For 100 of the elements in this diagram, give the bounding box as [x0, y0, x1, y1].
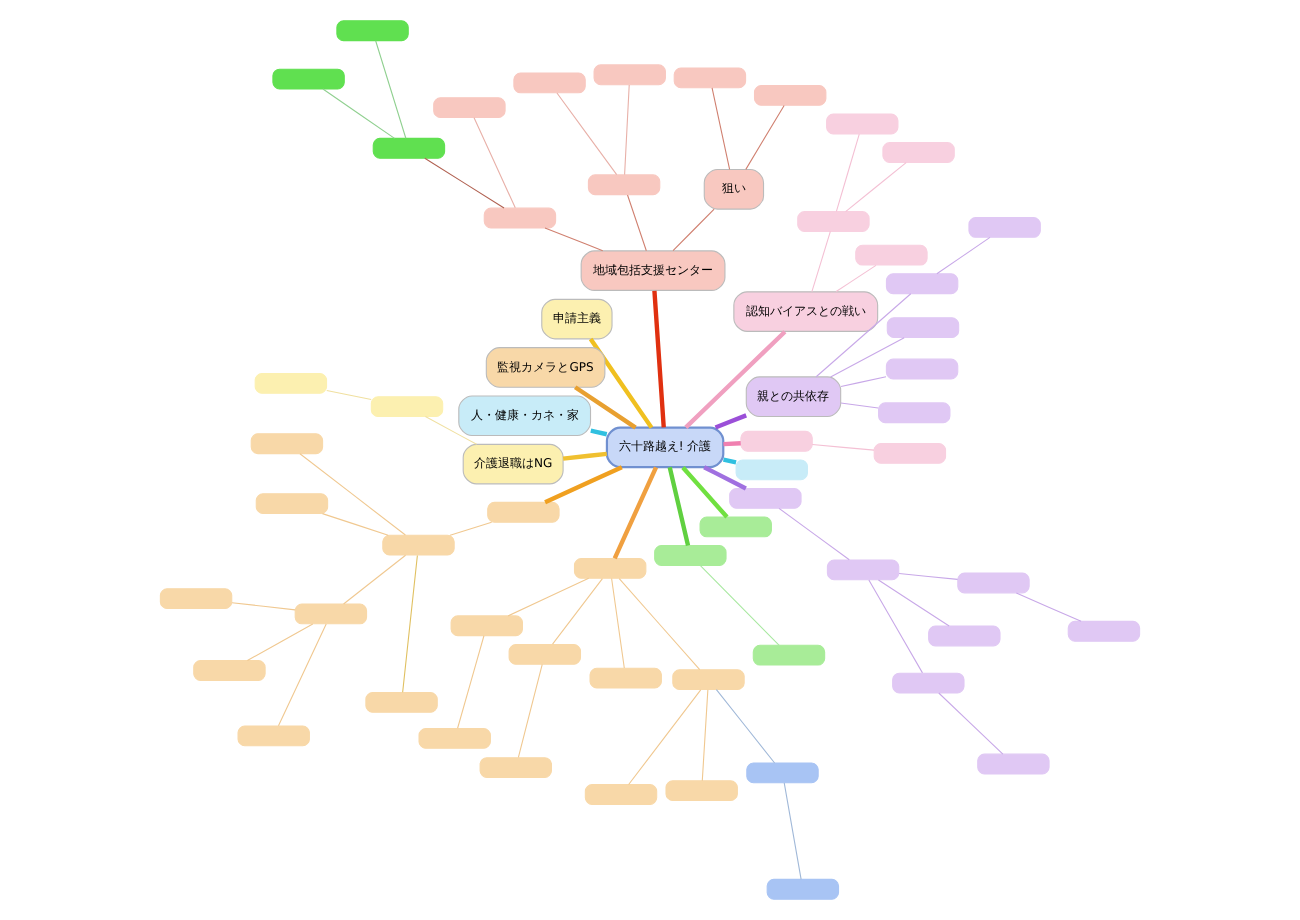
connector	[473, 117, 516, 209]
connector	[343, 554, 407, 605]
connector	[840, 402, 879, 409]
connector	[507, 577, 590, 617]
node-box	[255, 493, 329, 515]
connector	[457, 635, 485, 729]
node-box	[237, 725, 310, 747]
connector	[811, 443, 875, 451]
connector	[375, 40, 407, 139]
node-box	[584, 784, 658, 805]
connector	[556, 92, 618, 176]
node-box	[250, 433, 324, 455]
node-box	[483, 207, 557, 229]
connector	[877, 579, 950, 627]
connector	[835, 264, 877, 293]
node-box	[855, 244, 928, 266]
connector	[544, 465, 623, 505]
connector	[246, 623, 314, 661]
connector	[830, 337, 905, 378]
connector	[684, 330, 787, 429]
connector	[711, 87, 731, 170]
connector	[574, 385, 637, 430]
connector	[778, 507, 850, 561]
connector	[562, 451, 608, 461]
connector	[745, 104, 785, 170]
node-box	[479, 757, 552, 778]
connector	[321, 513, 389, 536]
connector	[898, 572, 959, 580]
node-box	[672, 669, 745, 691]
node-box	[957, 572, 1030, 594]
node-box	[977, 753, 1050, 775]
node-box	[593, 64, 666, 86]
connector	[652, 290, 666, 428]
connector	[424, 416, 478, 445]
connector	[714, 413, 747, 430]
node-box	[928, 625, 1001, 647]
node-box	[766, 878, 840, 900]
node-box	[740, 430, 813, 452]
node-box	[752, 644, 826, 666]
node-box	[873, 442, 947, 464]
connector	[699, 564, 780, 646]
node-box	[370, 396, 444, 418]
connector	[835, 133, 860, 212]
node-box	[254, 372, 328, 394]
node-box	[729, 487, 802, 509]
node-box	[382, 534, 455, 556]
node-box	[673, 67, 747, 89]
connector	[627, 194, 647, 252]
connector	[544, 227, 604, 252]
connector	[868, 579, 923, 674]
connector	[936, 236, 991, 275]
connector	[424, 157, 505, 209]
connector	[815, 293, 912, 378]
connector	[231, 602, 296, 611]
connector	[938, 692, 1004, 755]
node-box	[365, 691, 438, 713]
connector	[624, 84, 630, 176]
node-box	[886, 317, 960, 339]
connector	[811, 230, 831, 293]
connector	[681, 466, 729, 519]
connector	[723, 441, 741, 447]
connector	[552, 578, 603, 645]
node-box	[193, 660, 266, 681]
node-box	[885, 358, 959, 380]
node-box	[885, 273, 959, 295]
node-box	[826, 113, 899, 135]
node-box	[735, 459, 808, 481]
connector	[299, 453, 406, 536]
node-box	[882, 142, 955, 163]
connector	[326, 390, 372, 401]
node-box	[654, 545, 727, 566]
connector	[618, 578, 701, 671]
connector	[1015, 592, 1082, 622]
connector	[277, 623, 327, 727]
connector	[722, 457, 737, 465]
node-box	[336, 20, 409, 42]
node-box	[892, 672, 965, 694]
connector	[667, 466, 691, 546]
node-box	[746, 762, 819, 784]
connector	[715, 689, 776, 764]
connector	[402, 554, 418, 693]
connector	[628, 689, 702, 786]
node-box	[487, 501, 560, 523]
node-box	[450, 615, 523, 637]
connector	[449, 521, 493, 536]
connector	[588, 337, 654, 429]
node-box	[797, 211, 870, 232]
node-box	[699, 516, 772, 538]
node-box	[753, 84, 827, 106]
node-box	[513, 72, 586, 94]
node-box	[968, 217, 1041, 238]
node-box	[665, 780, 738, 802]
connector	[783, 782, 802, 880]
connector	[845, 162, 907, 213]
connector	[703, 465, 747, 491]
connector	[701, 689, 709, 782]
node-box	[372, 137, 446, 159]
node-box	[878, 402, 951, 424]
node-box	[508, 643, 582, 665]
node-box	[433, 97, 506, 119]
